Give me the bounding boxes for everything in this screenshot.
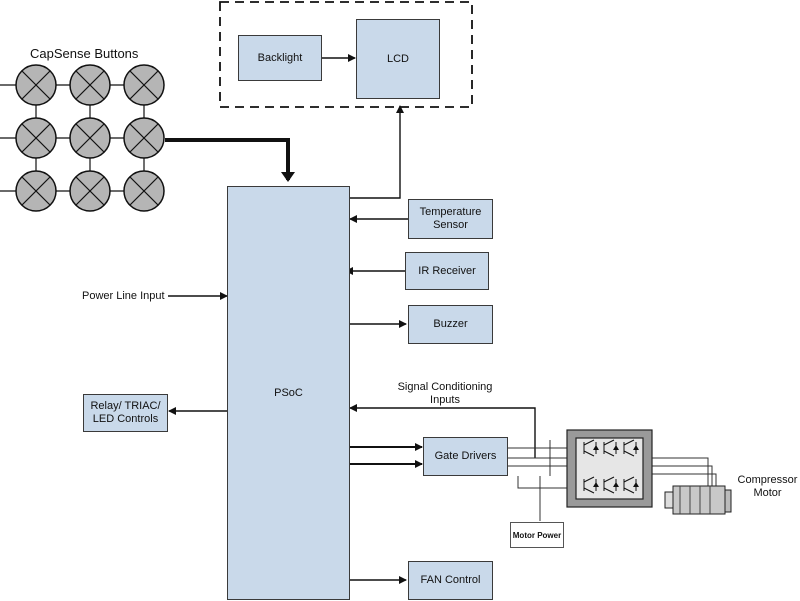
relay-controls-block: Relay/ TRIAC/ LED Controls	[83, 394, 168, 432]
igbt-switch-icon	[603, 476, 619, 494]
capsense-button	[15, 117, 57, 159]
capsense-button	[123, 170, 165, 212]
igbt-switch-icon	[623, 439, 639, 457]
motor-power-block: Motor Power	[510, 522, 564, 548]
capsense-title: CapSense Buttons	[30, 46, 139, 61]
power-line-input-label: Power Line Input	[82, 290, 165, 302]
compressor-motor-label: Compressor Motor	[737, 474, 798, 499]
ir-receiver-block: IR Receiver	[405, 252, 489, 290]
psoc-block: PSoC	[227, 186, 350, 600]
capsense-button	[69, 117, 111, 159]
igbt-switch-icon	[583, 439, 599, 457]
capsense-button	[123, 117, 165, 159]
igbt-switch-icon	[623, 476, 639, 494]
display-enclosure	[219, 1, 473, 108]
psoc-to-lcd-arrow	[350, 105, 404, 199]
capsense-button	[69, 64, 111, 106]
capsense-bus-line	[165, 138, 295, 182]
buzzer-block: Buzzer	[408, 305, 493, 344]
capsense-button	[15, 170, 57, 212]
igbt-switch-icon	[583, 476, 599, 494]
backlight-block: Backlight	[238, 35, 322, 81]
igbt-switch-icon	[603, 439, 619, 457]
lcd-block: LCD	[356, 19, 440, 99]
capsense-button	[15, 64, 57, 106]
inverter-module	[566, 429, 653, 508]
capsense-button	[123, 64, 165, 106]
gate-drivers-block: Gate Drivers	[423, 437, 508, 476]
signal-conditioning-arrow	[349, 404, 536, 458]
fan-control-block: FAN Control	[408, 561, 493, 600]
compressor-motor-icon	[664, 485, 732, 515]
capsense-button	[69, 170, 111, 212]
signal-conditioning-label: Signal Conditioning Inputs	[397, 381, 493, 406]
capsense-button-grid	[0, 64, 165, 212]
temperature-sensor-block: Temperature Sensor	[408, 199, 493, 239]
